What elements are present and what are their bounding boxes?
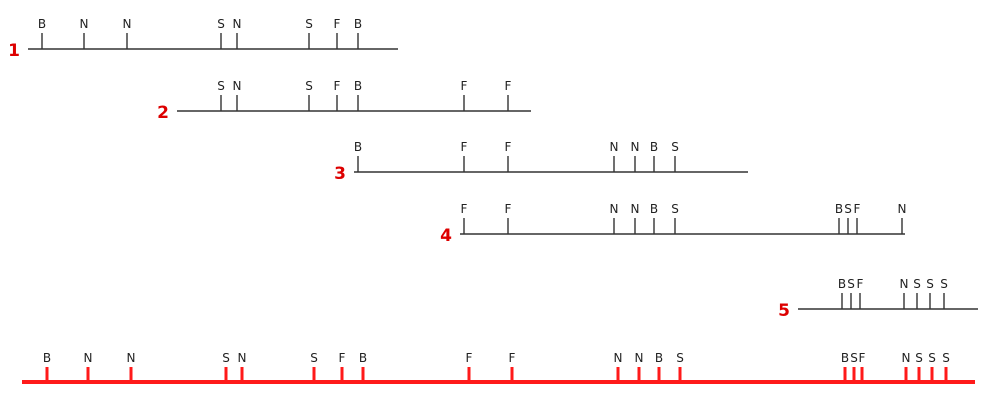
consensus-site-label: N bbox=[902, 351, 911, 365]
site-label: F bbox=[461, 140, 468, 154]
site-label: S bbox=[217, 17, 225, 31]
site-label: S bbox=[940, 277, 948, 291]
site-label: S bbox=[844, 202, 852, 216]
consensus-site-label: S bbox=[676, 351, 684, 365]
site-label: F bbox=[461, 202, 468, 216]
site-label: S bbox=[217, 79, 225, 93]
consensus-site-label: S bbox=[928, 351, 936, 365]
site-label: F bbox=[505, 202, 512, 216]
site-label: N bbox=[233, 79, 242, 93]
fragment-number-label: 3 bbox=[334, 164, 346, 184]
site-label: F bbox=[334, 79, 341, 93]
fragment-number-label: 5 bbox=[778, 301, 790, 321]
site-label: B bbox=[354, 17, 362, 31]
site-label: F bbox=[334, 17, 341, 31]
site-label: S bbox=[305, 79, 313, 93]
site-label: N bbox=[233, 17, 242, 31]
site-label: F bbox=[857, 277, 864, 291]
consensus-site-label: B bbox=[43, 351, 51, 365]
site-label: F bbox=[505, 79, 512, 93]
consensus-site-label: B bbox=[655, 351, 663, 365]
site-label: S bbox=[671, 202, 679, 216]
site-label: S bbox=[305, 17, 313, 31]
site-label: B bbox=[354, 140, 362, 154]
site-label: N bbox=[80, 17, 89, 31]
site-label: B bbox=[838, 277, 846, 291]
consensus-site-label: S bbox=[222, 351, 230, 365]
consensus-site-label: N bbox=[238, 351, 247, 365]
fragment-number-label: 1 bbox=[8, 41, 20, 61]
consensus-site-label: F bbox=[339, 351, 346, 365]
site-label: S bbox=[847, 277, 855, 291]
site-label: S bbox=[926, 277, 934, 291]
site-label: S bbox=[913, 277, 921, 291]
consensus-site-label: B bbox=[359, 351, 367, 365]
fragment-number-label: 4 bbox=[440, 226, 452, 246]
site-label: N bbox=[610, 140, 619, 154]
consensus-site-label: S bbox=[942, 351, 950, 365]
site-label: S bbox=[671, 140, 679, 154]
site-label: N bbox=[900, 277, 909, 291]
site-label: B bbox=[354, 79, 362, 93]
site-label: N bbox=[631, 140, 640, 154]
consensus-site-label: S bbox=[915, 351, 923, 365]
site-label: F bbox=[854, 202, 861, 216]
site-label: B bbox=[650, 140, 658, 154]
consensus-site-label: N bbox=[635, 351, 644, 365]
site-label: N bbox=[123, 17, 132, 31]
consensus-site-label: S bbox=[310, 351, 318, 365]
consensus-site-label: S bbox=[850, 351, 858, 365]
site-label: N bbox=[631, 202, 640, 216]
consensus-site-label: N bbox=[127, 351, 136, 365]
consensus-site-label: F bbox=[466, 351, 473, 365]
site-label: B bbox=[650, 202, 658, 216]
consensus-site-label: F bbox=[509, 351, 516, 365]
consensus-site-label: N bbox=[84, 351, 93, 365]
site-label: N bbox=[610, 202, 619, 216]
site-label: B bbox=[835, 202, 843, 216]
consensus-site-label: N bbox=[614, 351, 623, 365]
consensus-site-label: B bbox=[841, 351, 849, 365]
site-label: B bbox=[38, 17, 46, 31]
site-label: F bbox=[505, 140, 512, 154]
fragment-number-label: 2 bbox=[157, 103, 169, 123]
site-label: N bbox=[898, 202, 907, 216]
site-label: F bbox=[461, 79, 468, 93]
consensus-site-label: F bbox=[859, 351, 866, 365]
